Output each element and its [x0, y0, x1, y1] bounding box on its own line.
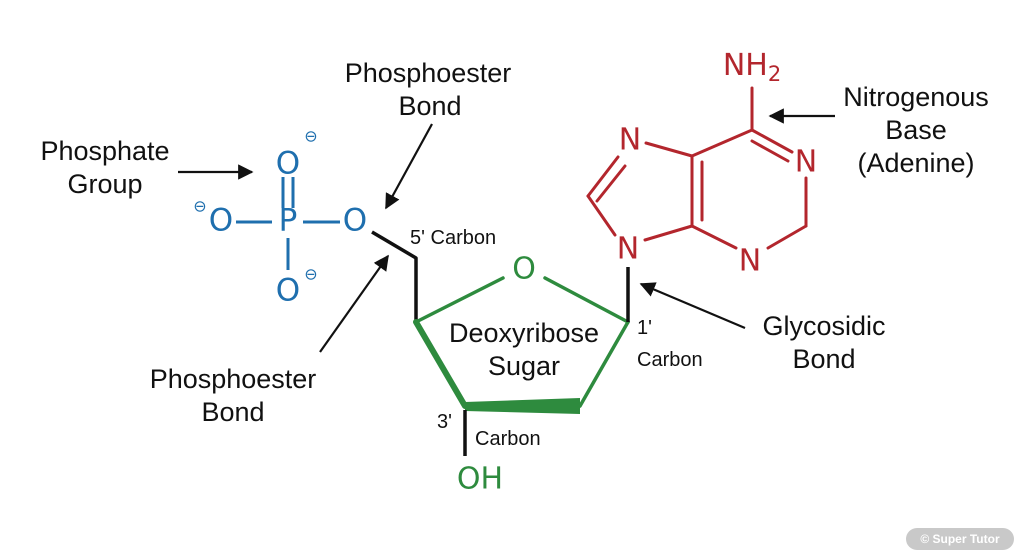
phosphate-group-label-line2: Group	[67, 169, 142, 199]
bond-c6-n1-a	[750, 128, 794, 154]
phosphate-group-label: Phosphate Group	[40, 136, 169, 199]
phosphoester-chain	[371, 230, 418, 322]
ring-bond-o-c1	[543, 276, 630, 324]
phosphate-p: P	[279, 203, 298, 239]
bond-c5-n7	[644, 141, 694, 158]
ring-bond-c2-c1	[578, 320, 630, 408]
watermark-badge: © Super Tutor	[906, 528, 1014, 550]
phosphate-group	[236, 177, 340, 270]
phosphate-atoms: O ⊖ O ⊖ P O O ⊖	[193, 127, 367, 309]
nitrogenous-base-label-line2: Base	[885, 115, 947, 145]
phosphoester-top-label: Phosphoester Bond	[345, 58, 512, 121]
ring-bond-c4-o	[414, 276, 505, 324]
phosphoester-bottom-label-line1: Phosphoester	[150, 364, 317, 394]
nitrogenous-base-label-line1: Nitrogenous	[843, 82, 989, 112]
phosphoester-bottom-label-line2: Bond	[201, 397, 264, 427]
adenine-n7: N	[619, 123, 641, 158]
c5-carbon-label: 5' Carbon	[410, 227, 496, 249]
c3-number-label: 3'	[437, 411, 452, 433]
bond-c2-n3	[766, 224, 808, 250]
ring-bond-c3-c2-wedge	[465, 398, 580, 414]
arrow-glycosidic	[639, 282, 746, 330]
adenine-n3: N	[739, 244, 761, 279]
bond-n9-c4	[643, 224, 694, 242]
phosphate-o-right: O	[343, 203, 367, 239]
adenine-atoms: NH2 N N N N	[617, 48, 817, 279]
phosphoester-bottom-label: Phosphoester Bond	[150, 364, 317, 427]
adenine-n1: N	[795, 145, 817, 180]
phosphoester-top-label-line2: Bond	[398, 91, 461, 121]
adenine-bonds	[586, 86, 808, 250]
c1-number-label: 1'	[637, 317, 652, 339]
bond-c6-n1-b	[750, 139, 790, 163]
bond-c5-c6	[690, 128, 754, 158]
phosphate-o-top-charge: ⊖	[304, 127, 317, 146]
ring-bond-c4-c3	[413, 319, 468, 409]
arrow-phosphoester-top	[385, 123, 433, 210]
sugar-label-line2: Sugar	[488, 351, 560, 381]
phosphate-group-label-line1: Phosphate	[40, 136, 169, 166]
bond-n7-c8-b	[595, 164, 627, 203]
hydroxyl-group: OH	[457, 462, 503, 497]
arrow-phosphoester-bottom	[319, 254, 389, 353]
phosphoester-top-label-line1: Phosphoester	[345, 58, 512, 88]
glycosidic-bond-label-line2: Bond	[792, 344, 855, 374]
deoxyribose-ring	[413, 276, 630, 409]
label-arrows	[178, 108, 835, 353]
glycosidic-bond-label-line1: Glycosidic	[762, 311, 885, 341]
bond-n7-c8-a	[586, 155, 620, 198]
phosphate-o-bottom-charge: ⊖	[304, 265, 317, 284]
c3-carbon-label: Carbon	[475, 428, 541, 450]
ring-oxygen: O	[512, 252, 536, 287]
sugar-label-line1: Deoxyribose	[449, 318, 599, 348]
phosphate-o-top: O	[276, 146, 300, 182]
phosphate-o-left: O	[209, 203, 233, 239]
bond-n3-c4	[690, 224, 738, 250]
nitrogenous-base-label: Nitrogenous Base (Adenine)	[843, 82, 989, 178]
glycosidic-bond-label: Glycosidic Bond	[762, 311, 885, 374]
adenine-n9: N	[617, 232, 639, 267]
sugar-atoms: O OH	[457, 252, 536, 497]
bond-c8-n9	[586, 194, 617, 237]
nitrogenous-base-label-line3: (Adenine)	[857, 148, 974, 178]
phosphate-o-left-charge: ⊖	[193, 197, 206, 216]
c1-carbon-label: Carbon	[637, 349, 703, 371]
sugar-label: Deoxyribose Sugar	[449, 318, 599, 381]
amino-group: NH2	[723, 48, 781, 87]
phosphate-o-bottom: O	[276, 273, 300, 309]
